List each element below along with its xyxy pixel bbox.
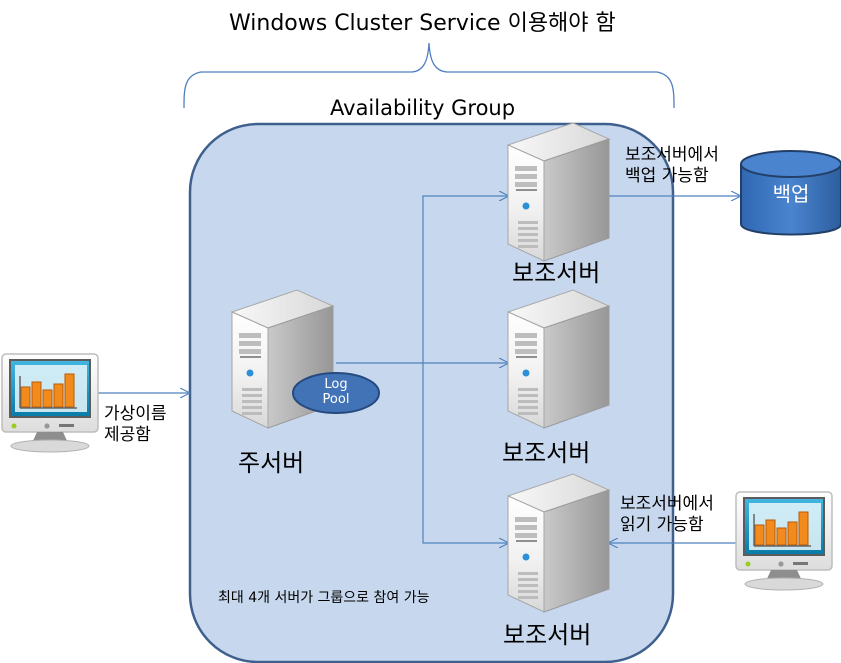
secondary-server-bottom-icon (507, 473, 610, 613)
read-capability-note: 보조서버에서 읽기 가능함 (620, 494, 714, 536)
primary-to-secondary-top-connector (336, 196, 507, 364)
backup-database-icon (740, 150, 841, 236)
backup-capability-note: 보조서버에서 백업 가능함 (625, 145, 719, 187)
log-pool-label: Log Pool (322, 377, 350, 407)
virtual-name-note: 가상이름 제공함 (104, 404, 167, 446)
secondary-server-middle-label: 보조서버 (502, 439, 591, 467)
secondary-server-bottom-label: 보조서버 (503, 621, 592, 649)
secondary-server-middle-icon (507, 289, 610, 429)
log-pool-ellipse (292, 372, 380, 414)
client-left-monitor-chart-icon (1, 353, 99, 453)
availability-group-label: Availability Group (330, 96, 516, 120)
cluster-service-title: Windows Cluster Service 이용해야 함 (229, 11, 616, 36)
primary-server-label: 주서버 (238, 449, 305, 477)
secondary-server-top-label: 보조서버 (512, 259, 601, 287)
primary-to-secondary-bottom-connector (422, 363, 507, 543)
backup-label: 백업 (772, 182, 810, 206)
secondary-server-top-icon (507, 122, 610, 262)
top-curly-bracket-icon (183, 42, 675, 109)
group-membership-note: 최대 4개 서버가 그룹으로 참여 가능 (218, 590, 430, 606)
connector-lines (97, 196, 739, 543)
client-right-monitor-chart-icon (735, 491, 833, 591)
